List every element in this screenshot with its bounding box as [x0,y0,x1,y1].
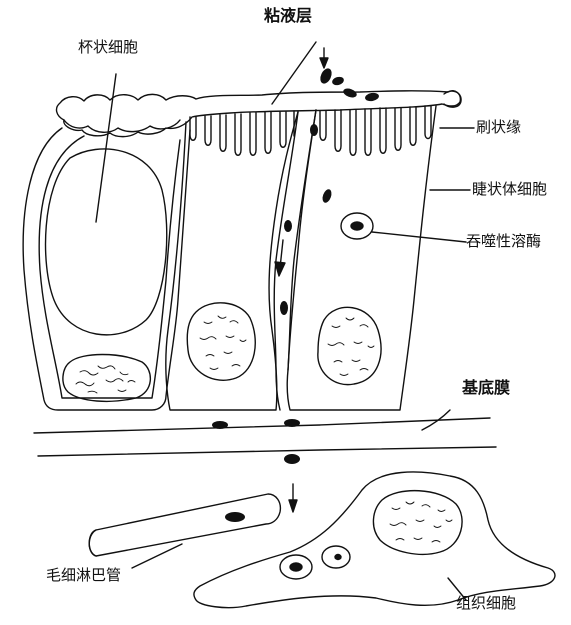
goblet-nucleus [63,355,150,402]
basement-membrane [34,418,490,433]
particle [342,87,358,99]
histiocyte-nucleus-texture [390,502,452,542]
label-basement-membrane: 基底膜 [462,380,510,396]
histiocyte-vacuole-1-particle [290,563,302,571]
basement-membrane-lower [38,447,496,456]
columnar-cell-left-nucleus-texture [200,316,246,370]
histiocyte-vacuole-2-dot [335,555,341,560]
label-mucus-layer: 粘液层 [264,8,312,24]
columnar-cell-right-nucleus-texture [328,318,374,376]
particle [280,301,288,315]
leader-phagolysosome [372,232,466,242]
arrow-down-lower-head [289,500,297,512]
particles [212,67,380,522]
microvilli-right-cell [320,106,431,155]
histiocyte-nucleus [373,491,462,555]
columnar-cell-left-nucleus [187,303,255,380]
lymph-capillary [89,494,280,556]
label-histiocyte: 组织细胞 [456,596,516,611]
particle [321,188,333,204]
label-lymph-capillary: 毛细淋巴管 [46,568,121,583]
microvilli-left-cell [190,111,294,155]
arrow-down-upper-head [320,58,328,68]
histiocyte-outline [194,472,555,608]
goblet-mucus-vacuole [46,149,167,335]
particle [331,76,345,87]
particle [284,419,300,427]
phagolysosome-particle [351,222,363,230]
particle [284,220,292,232]
particle [212,421,228,429]
particle [310,124,318,136]
columnar-cell-right-nucleus [318,307,381,384]
particle [364,92,379,102]
label-phagolysosome: 吞噬性溶酶 [466,234,541,249]
goblet-cell-inner-outline [39,136,180,398]
label-goblet-cell: 杯状细胞 [78,40,138,55]
mucus-layer [57,91,461,137]
label-ciliated-cell: 睫状体细胞 [472,182,547,197]
arrow-down-middle-head [275,262,285,276]
particle [284,454,300,464]
goblet-nucleus-texture [76,366,135,393]
particle [225,512,245,522]
label-brush-border: 刷状缘 [476,120,521,135]
leader-mucus [272,42,316,104]
columnar-cell-left-outline [166,112,298,410]
particle [318,67,334,86]
